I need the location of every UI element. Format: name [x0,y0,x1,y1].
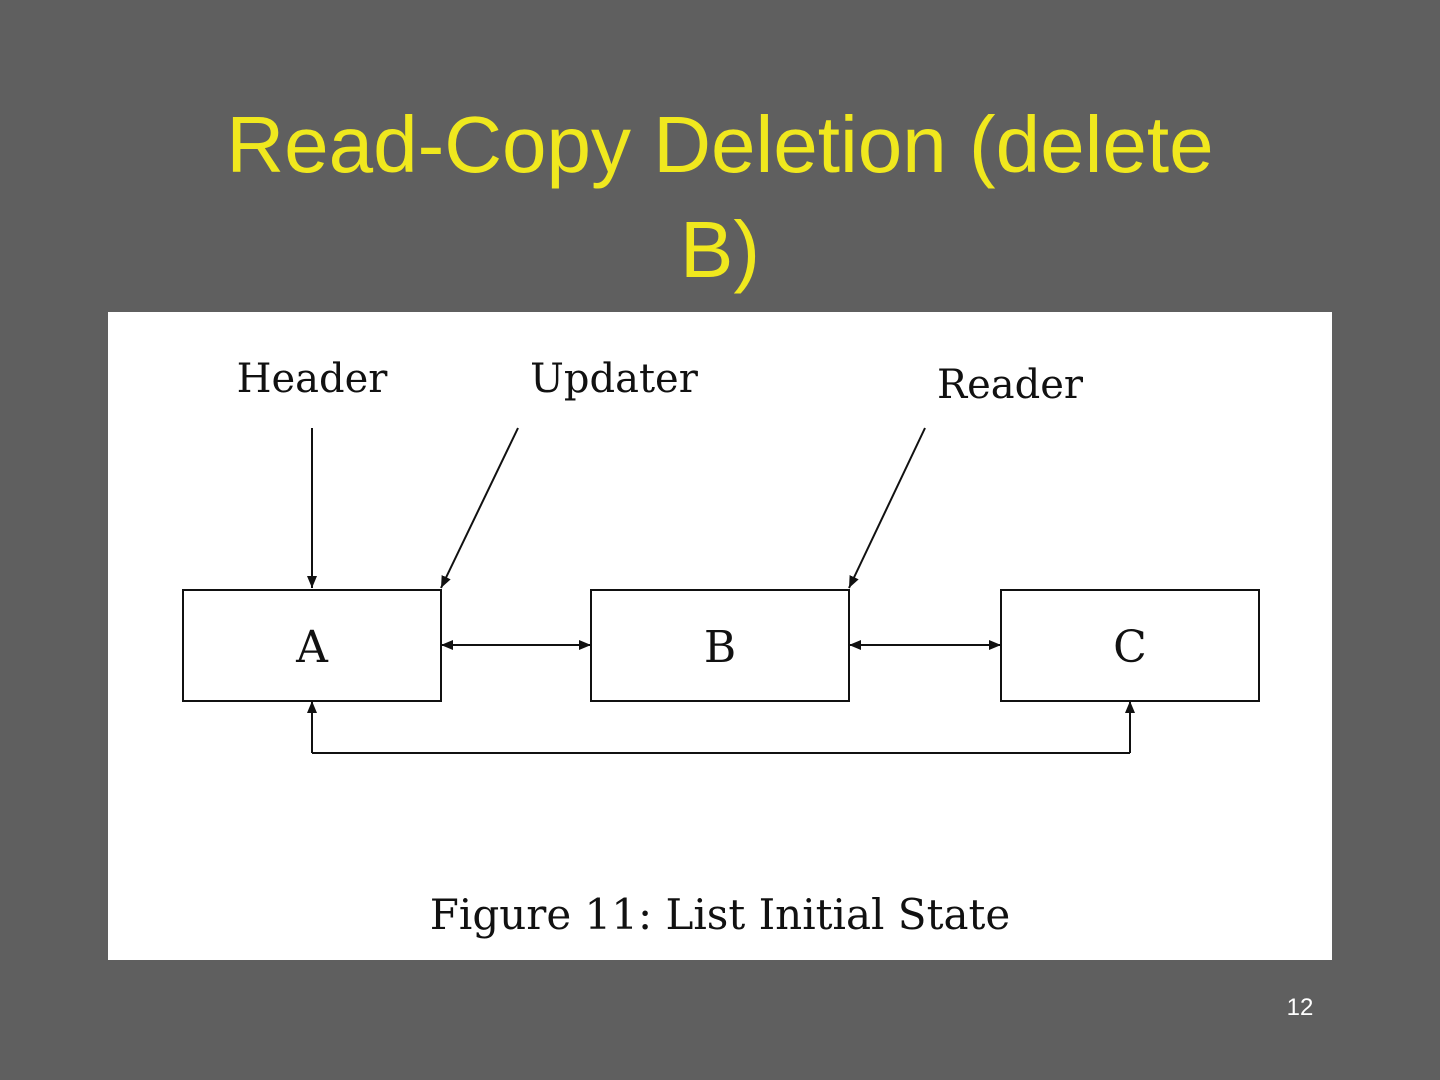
header-label: Header [237,356,389,402]
slide-title-line-1: Read-Copy Deletion (delete [226,100,1214,189]
updater-label: Updater [530,356,699,402]
node-b-label: B [704,622,736,673]
figure-caption: Figure 11: List Initial State [430,890,1010,939]
slide-title-line-2: B) [680,205,760,294]
linked-list-diagram: Header Updater Reader A B C Figure 11: L… [182,356,1260,939]
node-a-label: A [295,622,329,673]
figure-panel: Header Updater Reader A B C Figure 11: L… [108,312,1332,960]
reader-pointer-arrow [848,427,926,589]
slide-number: 12 [1286,994,1314,1021]
slide-title: Read-Copy Deletion (delete B) [0,92,1440,302]
reader-label: Reader [937,362,1084,408]
updater-pointer-arrow [440,427,519,589]
node-c-label: C [1113,622,1147,673]
